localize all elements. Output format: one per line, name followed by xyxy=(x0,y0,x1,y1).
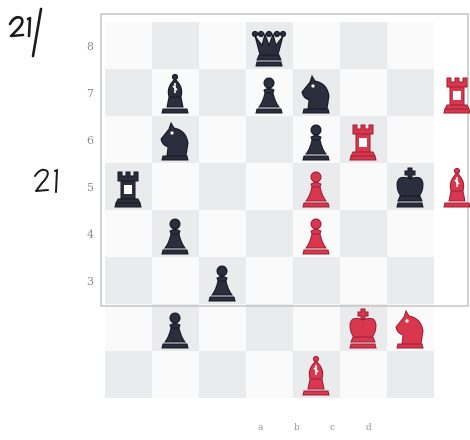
rank-label: 5 xyxy=(87,181,94,194)
board-square xyxy=(293,257,340,304)
board-square xyxy=(105,22,152,69)
board-square xyxy=(105,116,152,163)
board-square xyxy=(246,351,293,398)
file-label: b xyxy=(294,423,300,433)
board-square xyxy=(387,210,434,257)
board-square xyxy=(340,257,387,304)
board-square xyxy=(340,163,387,210)
board-square xyxy=(387,22,434,69)
board-square xyxy=(340,351,387,398)
file-label: c xyxy=(330,423,335,433)
board-square xyxy=(387,351,434,398)
rank-label: 6 xyxy=(87,134,94,147)
board-square xyxy=(105,351,152,398)
board-square xyxy=(152,257,199,304)
board-square xyxy=(387,116,434,163)
chessboard: 8 7 6 5 4 3 a b c d xyxy=(87,14,470,433)
rank-label: 7 xyxy=(87,87,94,100)
board-square xyxy=(293,22,340,69)
side-number xyxy=(35,170,57,192)
file-label: a xyxy=(258,423,264,433)
board-square xyxy=(340,69,387,116)
board-square xyxy=(199,210,246,257)
board-square xyxy=(293,304,340,351)
rank-label: 3 xyxy=(87,275,94,288)
file-labels: a b c d xyxy=(258,423,372,433)
board-square xyxy=(246,210,293,257)
board-square xyxy=(387,69,434,116)
board-square xyxy=(105,257,152,304)
rank-labels: 8 7 6 5 4 3 xyxy=(87,40,94,288)
board-square xyxy=(105,69,152,116)
board-square xyxy=(152,351,199,398)
board-square xyxy=(199,69,246,116)
board-square xyxy=(105,304,152,351)
board-square xyxy=(105,210,152,257)
diagram-number xyxy=(10,9,41,56)
board-square xyxy=(246,163,293,210)
board-square xyxy=(199,351,246,398)
board-square xyxy=(246,116,293,163)
file-label: d xyxy=(366,423,372,433)
board-square xyxy=(152,163,199,210)
board-square xyxy=(340,210,387,257)
rank-label: 4 xyxy=(87,228,94,241)
board-square xyxy=(152,22,199,69)
board-square xyxy=(387,257,434,304)
board-square xyxy=(199,116,246,163)
board-square xyxy=(199,22,246,69)
red-rook-piece[interactable] xyxy=(444,78,470,113)
board-square xyxy=(199,163,246,210)
board-square xyxy=(199,304,246,351)
board-square xyxy=(246,304,293,351)
rank-label: 8 xyxy=(87,40,94,53)
board-square xyxy=(246,257,293,304)
red-bishop-piece[interactable] xyxy=(444,168,470,207)
board-square xyxy=(340,22,387,69)
